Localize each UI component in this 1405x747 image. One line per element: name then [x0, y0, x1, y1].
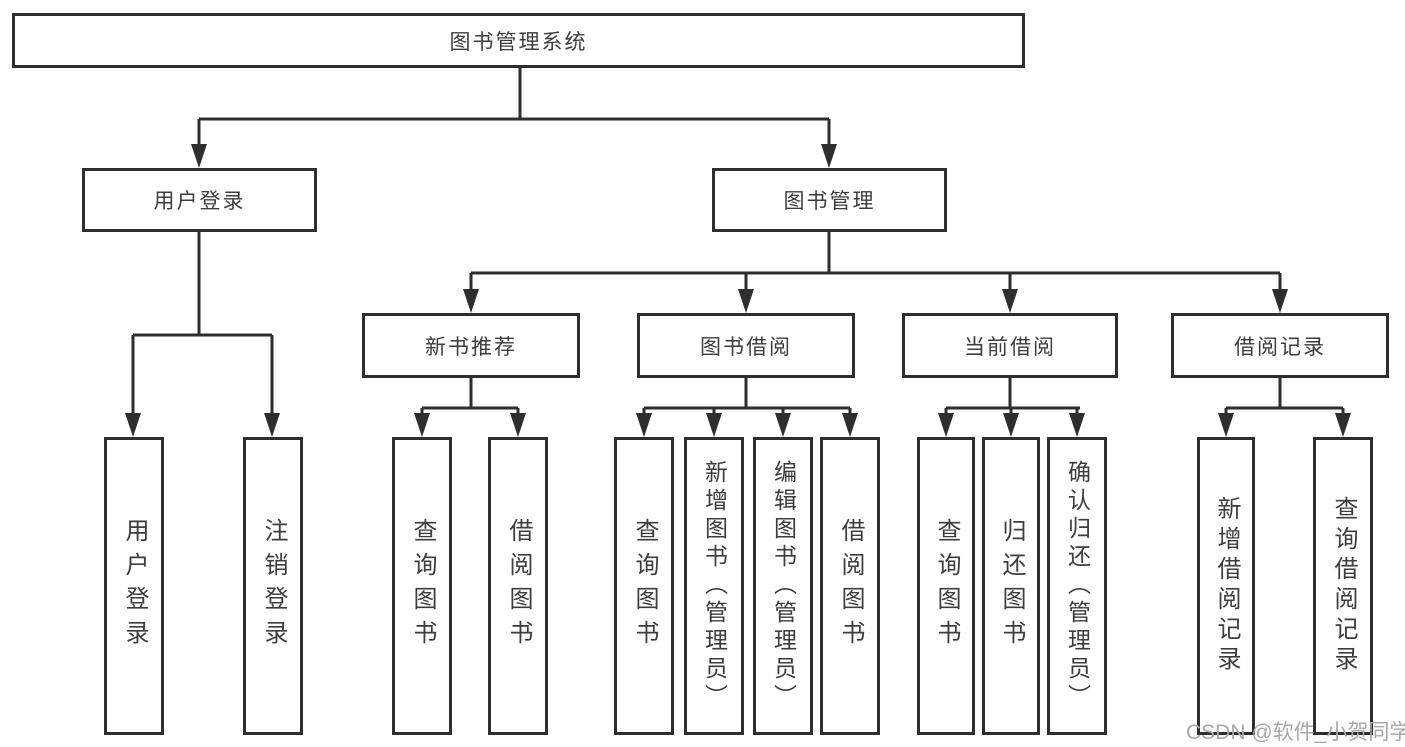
leaf-label: 查询图书: [409, 518, 436, 654]
branch-box-book-management: 图书管理: [712, 168, 947, 232]
leaf-label: 确认归还（管理员）: [1064, 460, 1091, 712]
branch-box-borrowing-records: 借阅记录: [1171, 313, 1389, 378]
branch-label: 新书推荐: [425, 335, 517, 359]
branch-label: 用户登录: [153, 190, 246, 213]
leaf-box-confirm-return-admin: 确认归还（管理员）: [1047, 437, 1107, 735]
branch-box-user-login: 用户登录: [82, 168, 317, 232]
leaf-label: 注销登录: [260, 518, 287, 654]
csdn-watermark: CSDN @软件_小贺同学: [1186, 721, 1405, 744]
branch-box-current-borrowing: 当前借阅: [902, 313, 1118, 378]
leaf-label: 查询借阅记录: [1330, 496, 1357, 676]
root-box-library-system: 图书管理系统: [12, 13, 1025, 68]
leaf-label: 编辑图书（管理员）: [770, 460, 797, 712]
branch-label: 图书管理: [783, 190, 876, 213]
leaf-box-query-books: 查询图书: [392, 437, 452, 735]
leaf-label: 借阅图书: [837, 518, 864, 654]
branch-box-new-book-recommend: 新书推荐: [362, 313, 580, 378]
leaf-box-add-borrow-record: 新增借阅记录: [1197, 437, 1255, 735]
root-label: 图书管理系统: [449, 30, 588, 54]
leaf-box-query-books: 查询图书: [917, 437, 975, 735]
leaf-box-logout: 注销登录: [243, 437, 303, 735]
branch-label: 图书借阅: [700, 335, 792, 359]
leaf-label: 新增图书（管理员）: [701, 460, 728, 712]
leaf-box-edit-books-admin: 编辑图书（管理员）: [753, 437, 813, 735]
branch-box-book-borrowing: 图书借阅: [637, 313, 855, 378]
leaf-box-return-books: 归还图书: [982, 437, 1040, 735]
leaf-box-borrow-books: 借阅图书: [820, 437, 880, 735]
leaf-label: 查询图书: [933, 518, 960, 654]
leaf-label: 归还图书: [998, 518, 1025, 654]
leaf-box-borrow-books: 借阅图书: [488, 437, 548, 735]
leaf-box-user-login: 用户登录: [104, 437, 164, 735]
branch-label: 借阅记录: [1234, 335, 1326, 359]
leaf-label: 查询图书: [631, 518, 658, 654]
leaf-label: 借阅图书: [505, 518, 532, 654]
leaf-box-query-borrow-record: 查询借阅记录: [1313, 437, 1373, 735]
branch-label: 当前借阅: [964, 335, 1056, 359]
leaf-label: 新增借阅记录: [1213, 496, 1240, 676]
leaf-box-add-books-admin: 新增图书（管理员）: [684, 437, 744, 735]
leaf-box-query-books: 查询图书: [614, 437, 674, 735]
leaf-label: 用户登录: [121, 518, 148, 654]
